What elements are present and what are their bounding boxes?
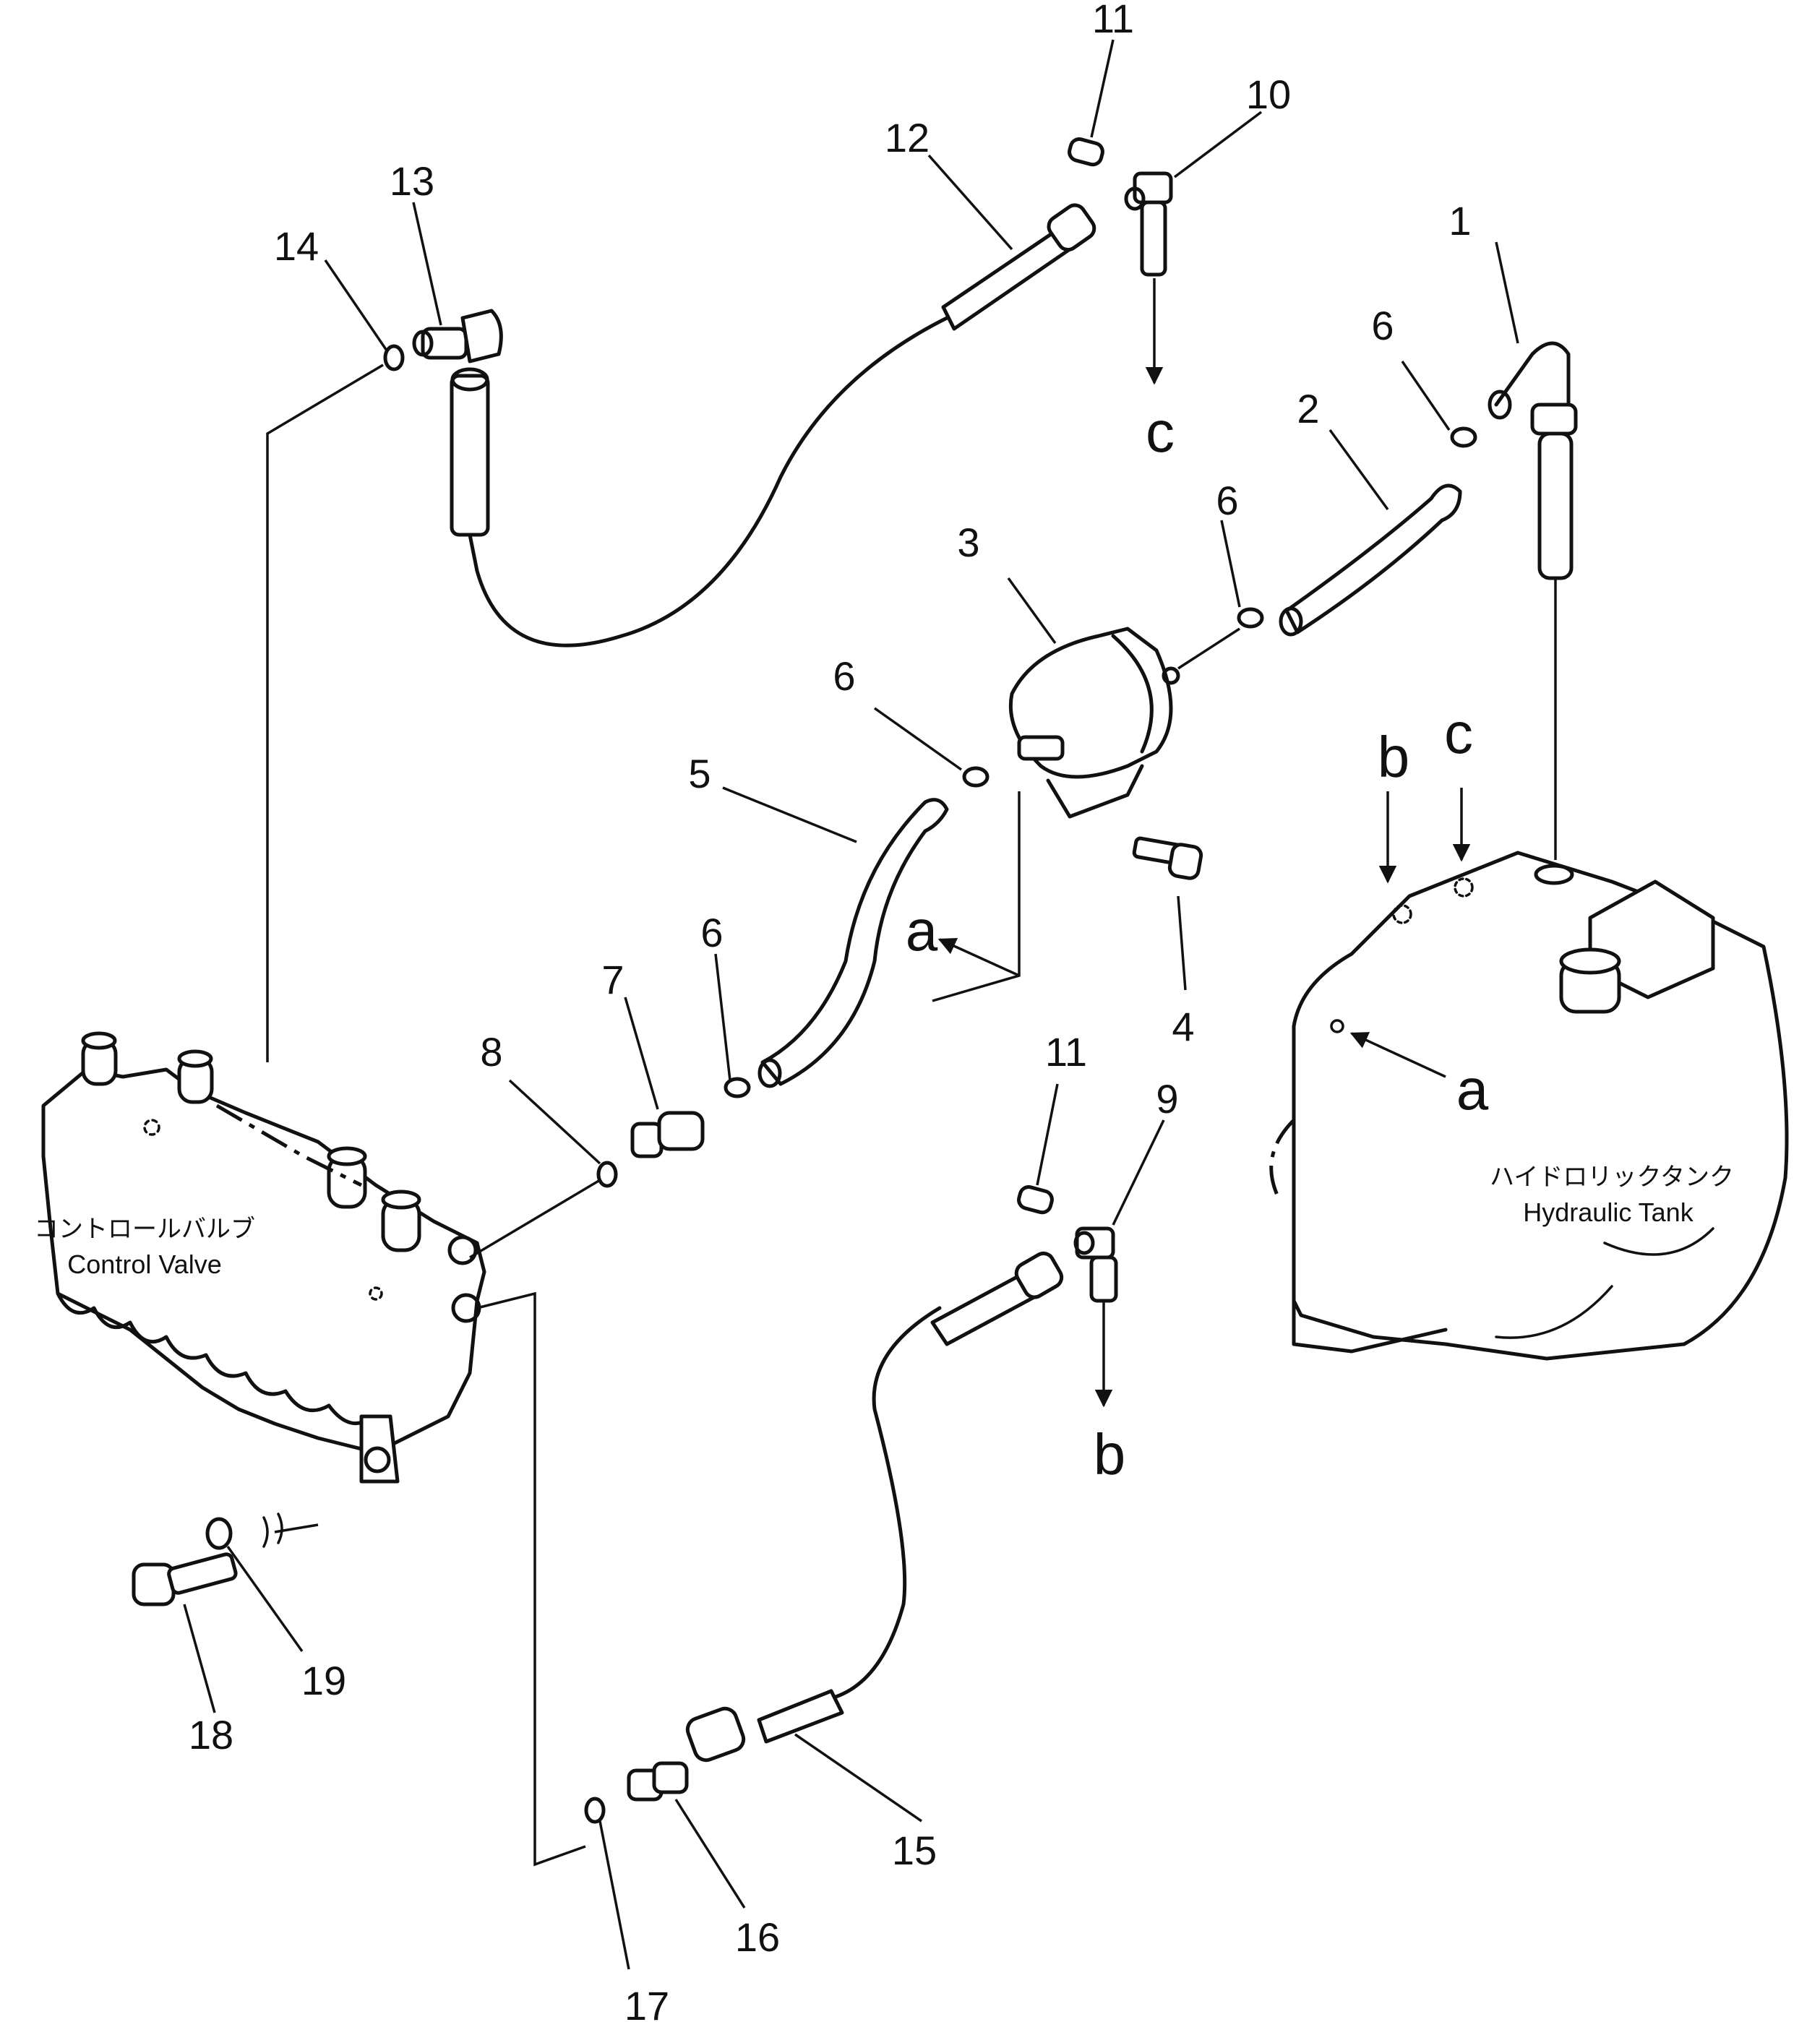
callout-13: 13: [390, 158, 434, 204]
hydraulic-tank-label-en: Hydraulic Tank: [1523, 1197, 1694, 1227]
callout-9: 9: [1156, 1076, 1178, 1122]
part-18-bolt: [132, 1552, 238, 1606]
callout-18: 18: [189, 1712, 233, 1758]
callout-17: 17: [624, 1983, 669, 2022]
callout-14: 14: [274, 223, 319, 269]
letter-a-filter: a: [906, 898, 938, 963]
part-17-o-ring: [584, 1797, 606, 1824]
callout-2: 2: [1297, 386, 1319, 431]
part-4-bolt: [1132, 836, 1203, 880]
part-8-o-ring: [596, 1161, 618, 1188]
part-1-elbow-pipe: [1488, 341, 1578, 860]
callout-11a: 11: [1092, 0, 1134, 41]
part-19-washer: [205, 1517, 233, 1550]
part-2-hose: [1279, 483, 1462, 637]
hose-13-fitting: [450, 367, 490, 537]
callout-16: 16: [735, 1914, 780, 1960]
letter-c-tank: c: [1444, 701, 1473, 765]
callout-12: 12: [885, 115, 930, 160]
part-6-clamps: [724, 426, 1477, 1098]
part-5-hose: [757, 798, 949, 1088]
callout-leaders: [183, 39, 1519, 1970]
part-7-adapter: [630, 1111, 705, 1158]
callout-15: 15: [892, 1828, 937, 1873]
connection-letters: c b a b c a: [906, 400, 1489, 1487]
part-16-adapter: [627, 1761, 689, 1802]
part-9-elbow: [1073, 1226, 1118, 1303]
part-14-o-ring: [383, 344, 405, 371]
letter-a-tank: a: [1456, 1057, 1489, 1122]
callout-numbers: 1 2 3 4 5 6 6 6 6 7 8 9 10 11 11 12 13 1…: [189, 0, 1472, 2022]
hydraulic-tank: ハイドロリックタンク Hydraulic Tank: [1269, 851, 1789, 1361]
control-valve-label-en: Control Valve: [67, 1249, 221, 1279]
letter-b-pipe: b: [1094, 1422, 1126, 1487]
callout-7: 7: [601, 957, 624, 1002]
part-12-hose: [468, 203, 1096, 648]
hydraulic-tank-label-jp: ハイドロリックタンク: [1490, 1163, 1734, 1192]
control-valve: コントロールバルブ Control Valve: [34, 1031, 486, 1484]
callout-8: 8: [480, 1029, 502, 1075]
part-11-plugs: [1017, 137, 1104, 1215]
connection-lines: [262, 363, 1240, 1867]
letter-c-pipe: c: [1146, 400, 1175, 464]
part-10-elbow: [1124, 171, 1173, 277]
callout-5: 5: [688, 751, 711, 796]
flow-arrows: [937, 278, 1471, 1408]
part-15-hose: [685, 1251, 1064, 1763]
control-valve-label-jp: コントロールバルブ: [34, 1215, 255, 1244]
part-13-elbow: [412, 309, 503, 363]
callout-6b: 6: [1216, 478, 1238, 523]
callout-10: 10: [1246, 72, 1291, 117]
callout-19: 19: [301, 1658, 346, 1703]
callout-6a: 6: [1371, 303, 1394, 348]
callout-11b: 11: [1045, 1029, 1087, 1075]
callout-6c: 6: [833, 653, 855, 699]
part-3-filter: [1008, 627, 1180, 819]
letter-b-tank: b: [1378, 725, 1410, 789]
callout-4: 4: [1172, 1004, 1194, 1049]
callout-1: 1: [1448, 198, 1471, 244]
callout-3: 3: [957, 520, 979, 565]
callout-6d: 6: [700, 910, 723, 955]
